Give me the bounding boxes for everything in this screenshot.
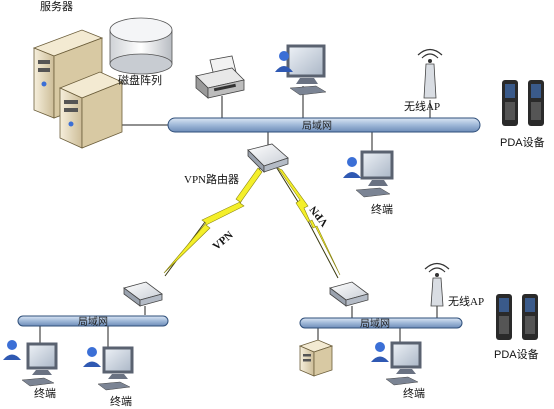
pda-icon <box>522 294 538 340</box>
user-icon <box>275 51 293 72</box>
vpn-right-label: VPN <box>308 203 331 228</box>
pda-devices-bottom: PDA设备 <box>494 294 539 361</box>
lan-bar-top: 局域网 <box>167 117 481 133</box>
server-group: 服务器 <box>32 0 124 149</box>
lan-bar-bottom-right: 局域网 <box>299 317 463 330</box>
pda-icon <box>528 80 544 126</box>
terminal-bottom-left-2: 终端 <box>83 346 134 408</box>
disk-array-label: 磁盘阵列 <box>118 73 162 87</box>
user-icon <box>343 157 361 178</box>
vpn-link-right: VPN <box>274 164 341 279</box>
workstation-icon <box>275 44 327 96</box>
user-icon <box>371 342 389 362</box>
user-icon <box>3 340 21 360</box>
pda-devices-top: PDA设备 <box>500 80 545 149</box>
disk-array-icon: 磁盘阵列 <box>109 17 173 87</box>
branch-router-left-icon <box>123 281 163 307</box>
wireless-ap-top-label: 无线AP <box>404 99 440 113</box>
wireless-ap-icon: 无线AP <box>404 48 443 113</box>
server-icon <box>58 71 124 149</box>
pda-bottom-label: PDA设备 <box>494 347 539 361</box>
terminal-top-label: 终端 <box>371 202 393 216</box>
pda-icon <box>502 80 518 126</box>
branch-router-right-icon <box>329 281 369 307</box>
branch-server-icon <box>298 339 334 377</box>
terminal-bl2-label: 终端 <box>110 394 132 408</box>
vpn-router-label: VPN路由器 <box>184 172 239 186</box>
terminal-top: 终端 <box>343 150 394 216</box>
pda-top-label: PDA设备 <box>500 135 545 149</box>
lan-bottom-right-label: 局域网 <box>360 317 390 330</box>
server-label: 服务器 <box>40 0 73 13</box>
vpn-left-label: VPN <box>211 229 236 253</box>
vpn-router-icon: VPN路由器 <box>184 143 289 186</box>
user-icon <box>83 347 101 367</box>
terminal-bottom-left-1: 终端 <box>3 340 58 400</box>
lan-top-label: 局域网 <box>302 119 332 132</box>
lan-bottom-left-label: 局域网 <box>78 315 108 328</box>
terminal-br-label: 终端 <box>403 386 425 400</box>
pda-icon <box>496 294 512 340</box>
wireless-ap-bottom-label: 无线AP <box>448 294 484 308</box>
wireless-ap-bottom-icon: 无线AP <box>424 262 484 308</box>
lan-bar-bottom-left: 局域网 <box>17 315 169 328</box>
printer-icon <box>195 55 245 99</box>
terminal-bottom-right: 终端 <box>371 341 425 400</box>
terminal-bl1-label: 终端 <box>34 386 56 400</box>
